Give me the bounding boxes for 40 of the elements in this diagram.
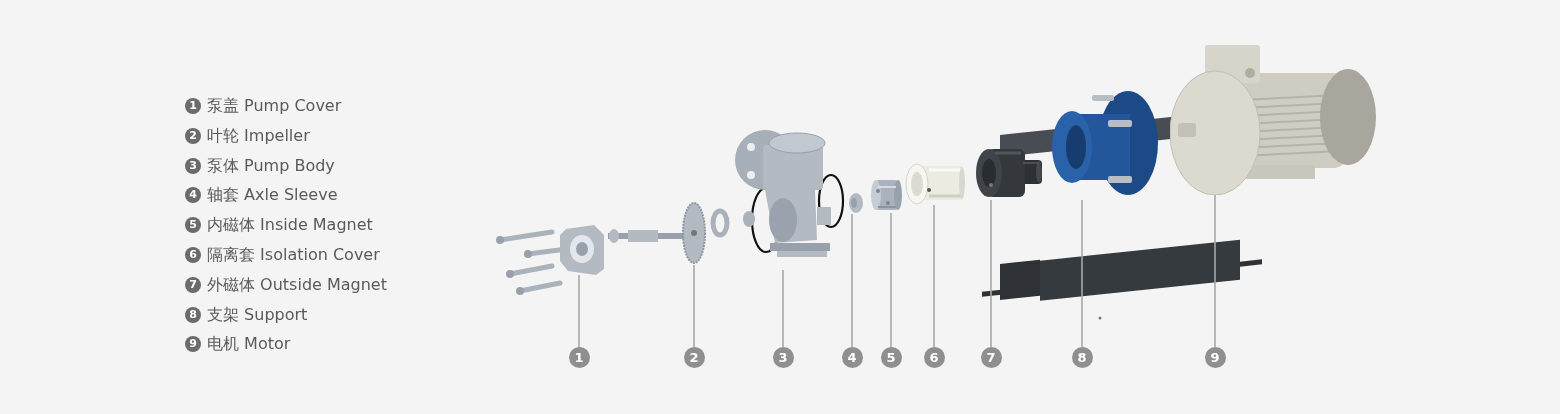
part-name: 隔离套 Isolation Cover xyxy=(207,245,380,265)
callout-number: 7 xyxy=(980,347,1002,368)
callout-number: 9 xyxy=(1204,347,1226,368)
list-number-badge: 5 xyxy=(185,217,201,234)
isolation-cover-drawing xyxy=(905,160,965,205)
part-name: 轴套 Axle Sleeve xyxy=(207,185,338,206)
list-number-badge: 2 xyxy=(185,127,201,144)
list-number-badge: 6 xyxy=(185,247,201,263)
leader-line xyxy=(890,212,892,348)
part-name: 内磁体 Inside Magnet xyxy=(207,215,373,236)
part-name: 外磁体 Outside Magnet xyxy=(207,274,387,295)
callout-number: 4 xyxy=(841,347,863,368)
part-name: 支架 Support xyxy=(207,304,308,325)
axle-sleeve-drawing xyxy=(848,192,864,214)
part-name: 电机 Motor xyxy=(207,334,291,355)
list-number-badge: 8 xyxy=(185,306,201,323)
pump-cover-drawing xyxy=(560,225,605,275)
list-number-badge: 9 xyxy=(185,336,201,353)
list-number-badge: 4 xyxy=(185,187,201,204)
part-name: 叶轮 Impeller xyxy=(207,125,310,146)
leader-line xyxy=(851,213,853,348)
leader-line xyxy=(782,269,784,348)
leader-line xyxy=(990,199,992,348)
inside-magnet-drawing xyxy=(870,177,902,213)
list-number-badge: 3 xyxy=(185,157,201,174)
callout-number: 6 xyxy=(923,347,945,368)
list-number-badge: 7 xyxy=(185,276,201,293)
part-name: 泵体 Pump Body xyxy=(207,155,335,176)
callout-number: 1 xyxy=(568,347,590,368)
leader-line xyxy=(933,204,935,348)
callout-number: 2 xyxy=(683,347,705,368)
callout-number: 8 xyxy=(1071,347,1093,368)
part-name: 泵盖 Pump Cover xyxy=(207,96,342,116)
leader-line xyxy=(1081,199,1083,348)
callout-number: 3 xyxy=(772,347,794,368)
leader-line xyxy=(693,264,695,348)
leader-line xyxy=(578,274,580,348)
leader-line xyxy=(1214,194,1216,348)
callout-number: 5 xyxy=(880,347,902,368)
list-number-badge: 1 xyxy=(185,98,201,114)
